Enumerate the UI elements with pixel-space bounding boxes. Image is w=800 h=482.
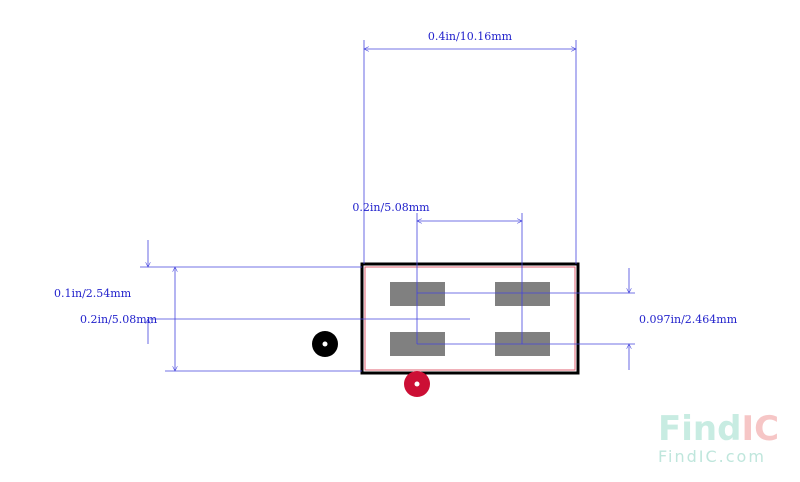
pad-2 <box>495 282 550 306</box>
watermark-find: Find <box>658 409 741 449</box>
pad-1 <box>390 282 445 306</box>
watermark-ic: IC <box>741 409 779 449</box>
watermark-url: FindIC.com <box>658 447 766 466</box>
origin-marker <box>312 331 338 357</box>
label-pad-height: 0.097in/2.464mm <box>639 313 738 326</box>
svg-text:FindIC: FindIC <box>658 409 779 449</box>
label-pad-pitch-x: 0.2in/5.08mm <box>352 201 430 214</box>
label-row-pitch: 0.2in/5.08mm <box>80 313 158 326</box>
label-overall-width: 0.4in/10.16mm <box>428 30 513 43</box>
label-row-offset: 0.1in/2.54mm <box>54 287 132 300</box>
courtyard-outline <box>364 266 576 371</box>
findic-watermark: FindIC FindIC.com <box>658 409 779 466</box>
pin1-marker <box>404 371 430 397</box>
component-outline <box>360 262 580 375</box>
